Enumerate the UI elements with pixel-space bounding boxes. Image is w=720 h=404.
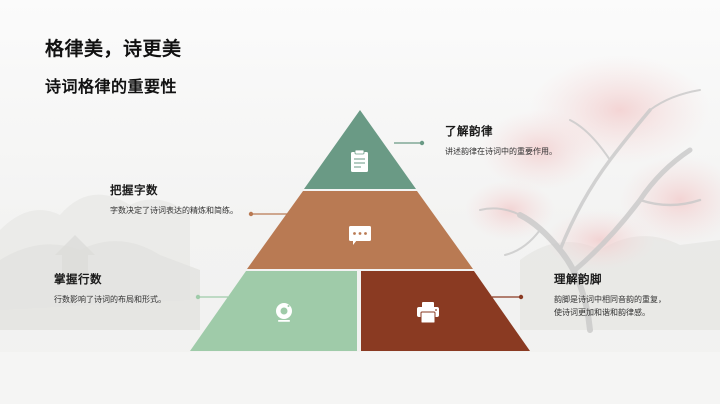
pyramid-tier-bottom-left[interactable] [190, 271, 357, 351]
label-bottom-right: 理解韵脚 韵脚是诗词中相同音韵的重复，使诗词更加和谐和韵律感。 [554, 271, 666, 319]
connector-top [394, 140, 425, 146]
connector-middle [248, 211, 290, 217]
label-middle-desc: 字数决定了诗词表达的精炼和简练。 [110, 206, 238, 215]
connector-bottom-right [492, 294, 524, 300]
label-middle: 把握字数 字数决定了诗词表达的精炼和简练。 [110, 182, 250, 218]
pyramid-tier-bottom-right[interactable] [361, 271, 530, 351]
chat-bubble-icon [349, 226, 371, 245]
printer-icon [417, 302, 439, 324]
label-top: 了解韵律 讲述韵律在诗词中的重要作用。 [445, 123, 580, 159]
label-bottom-right-desc: 韵脚是诗词中相同音韵的重复，使诗词更加和谐和韵律感。 [554, 295, 666, 317]
slide-subtitle: 诗词格律的重要性 [45, 77, 178, 96]
label-top-title: 了解韵律 [445, 124, 493, 138]
label-bottom-left: 掌握行数 行数影响了诗词的布局和形式。 [54, 271, 172, 307]
clipboard-icon [351, 149, 368, 172]
label-bottom-left-desc: 行数影响了诗词的布局和形式。 [54, 295, 166, 304]
slide-title: 格律美，诗更美 [45, 38, 182, 60]
label-top-desc: 讲述韵律在诗词中的重要作用。 [445, 147, 557, 156]
connector-bottom-left [195, 294, 228, 300]
label-bottom-left-title: 掌握行数 [54, 272, 102, 286]
label-middle-title: 把握字数 [110, 183, 158, 197]
webcam-icon [276, 303, 292, 322]
label-bottom-right-title: 理解韵脚 [554, 272, 602, 286]
pyramid-tier-top[interactable] [304, 110, 416, 189]
